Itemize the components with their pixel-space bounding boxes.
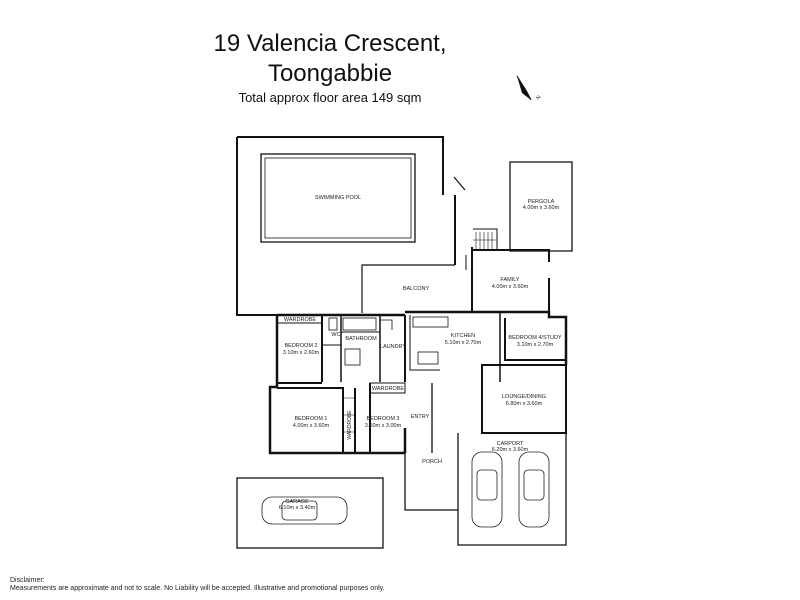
porch-label: PORCH [422,459,442,465]
north-arrow-icon: N [516,75,542,102]
garage-label: GARAGE [285,499,309,505]
lounge-outline [481,364,567,434]
carport-outline [457,433,567,546]
family-label: FAMILY [500,277,519,283]
swimming-pool [260,153,416,243]
carport-label: CARPORT [497,441,524,447]
car-icon-carport-right [518,451,550,528]
laundry-label: LAUNDRY [380,344,407,350]
wc-label: WC [331,332,340,338]
kitchen-label: KITCHEN [451,333,475,339]
garage-dim: 6.10m x 3.40m [279,505,316,511]
bedroom3-label: BEDROOM 3 [366,416,399,422]
address-line-2: Toongabbie [267,60,393,87]
floor-area-text: Total approx floor area 149 sqm [238,90,422,105]
pool-area-wall-left [236,137,277,316]
car-icon-garage [261,496,348,525]
wardrobe-top-label: WARDROBE [284,317,317,323]
pergola-dim: 4.00m x 3.60m [523,205,560,211]
wardrobe-mid-label: WARDROBE [372,386,405,392]
disclaimer: Disclaimer: Measurements are approximate… [10,577,385,593]
garage-outline [236,477,384,549]
pool-area-wall-top [237,136,444,195]
house-wall-bottom [268,385,405,455]
balcony-wall [361,264,455,313]
bedroom4-dim: 3.10m x 2.70m [517,342,554,348]
wardrobe-vert-label: WARDROBE [347,410,353,440]
bedroom4-label: BEDROOM 4/STUDY [508,335,562,341]
car-icon-carport-left [471,451,503,528]
family-dim: 4.00m x 3.60m [492,284,529,290]
bathroom-label: BATHROOM [345,336,377,342]
bedroom2-label: BEDROOM 2 [284,343,317,349]
pool-label: SWIMMING POOL [315,195,361,201]
lounge-label: LOUNGE/DINING [502,394,546,400]
disclaimer-heading: Disclaimer: [10,577,45,584]
entry-label: ENTRY [411,414,430,420]
address-line-1: 19 Valencia Crescent, [213,30,447,57]
bedroom1-label: BEDROOM 1 [294,416,327,422]
north-letter: N [535,94,542,101]
pergola-outline [509,161,573,252]
bedroom3-dim: 3.60m x 3.00m [365,423,402,429]
kitchen-dim: 5.10m x 2.70m [445,340,482,346]
disclaimer-text: Measurements are approximate and not to … [10,585,385,592]
carport-dim: 6.20m x 3.60m [492,447,529,453]
bedroom2-dim: 3.10m x 2.60m [283,350,320,356]
pergola-label: PERGOLA [528,199,555,205]
bedroom1-dim: 4.00m x 3.60m [293,423,330,429]
lounge-dim: 6.80m x 3.60m [506,401,543,407]
balcony-label: BALCONY [403,286,430,292]
